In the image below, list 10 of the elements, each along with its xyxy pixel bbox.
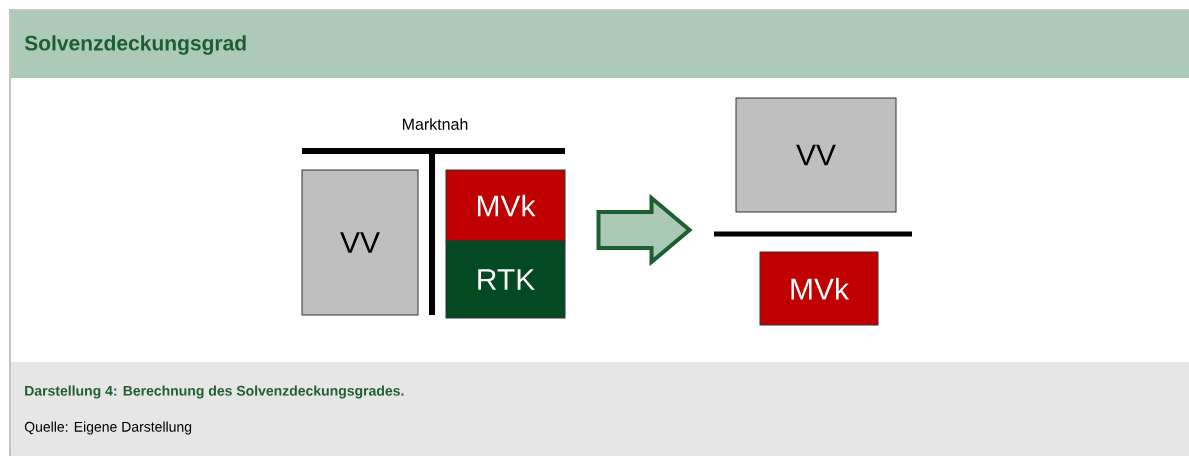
- block-arrow: [596, 193, 693, 267]
- block: RTK: [445, 240, 566, 319]
- axis-label: Marktnah: [403, 118, 468, 130]
- block: VV: [301, 169, 419, 316]
- block: VV: [735, 97, 897, 213]
- block: MVk: [759, 251, 879, 326]
- source-note: Quelle: Eigene Darstellung: [24, 421, 192, 435]
- title: Solvenzdeckungsgrad: [24, 35, 246, 55]
- block: MVk: [445, 169, 566, 242]
- caption: Darstellung 4: Berechnung des Solvenzdeckungsgrades.: [25, 385, 404, 399]
